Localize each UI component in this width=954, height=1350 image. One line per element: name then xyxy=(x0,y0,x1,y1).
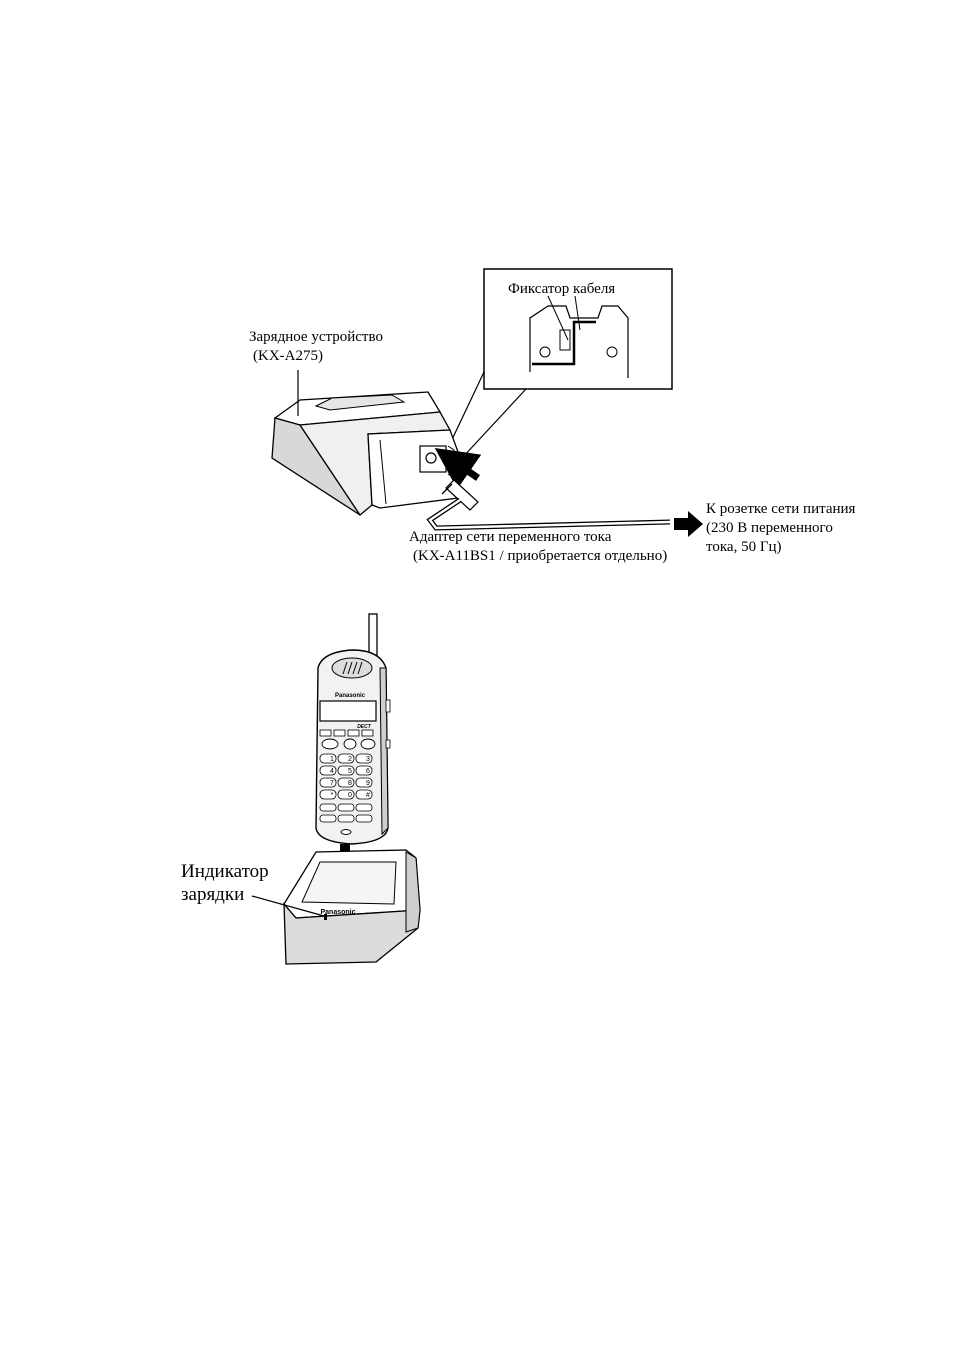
handset-badge: DECT xyxy=(357,724,372,730)
label-cable-clip: Фиксатор кабеля xyxy=(508,280,615,299)
label-outlet: К розетке сети питания (230 В переменног… xyxy=(706,500,855,557)
key-label-6: 6 xyxy=(366,768,370,775)
handset-logo: Panasonic xyxy=(335,693,366,699)
outlet-arrow xyxy=(674,511,703,537)
key-star xyxy=(320,790,336,799)
key-label-8: 8 xyxy=(348,780,352,787)
key-label-star: * xyxy=(331,792,334,799)
key-label-5: 5 xyxy=(348,768,352,775)
key-label-hash: # xyxy=(366,792,370,799)
label-outlet-line3: тока, 50 Гц) xyxy=(706,538,855,557)
key-label-2: 2 xyxy=(348,756,352,763)
key-label-4: 4 xyxy=(330,768,334,775)
key-label-1: 1 xyxy=(330,756,334,763)
charge-led xyxy=(324,914,327,920)
key-label-3: 3 xyxy=(366,756,370,763)
key-label-7: 7 xyxy=(330,780,334,787)
label-indicator-line2: зарядки xyxy=(181,883,269,906)
label-indicator-line1: Индикатор xyxy=(181,860,269,883)
label-charger: Зарядное устройство (KX-A275) xyxy=(249,328,383,366)
charger-base: Panasonic xyxy=(284,850,420,964)
label-adapter-line2: (KX-A11BS1 / приобретается отдельно) xyxy=(409,547,667,566)
handset: Panasonic DECT 1 xyxy=(316,614,390,844)
label-adapter-line1: Адаптер сети переменного тока xyxy=(409,528,667,547)
label-charger-line1: Зарядное устройство xyxy=(249,328,383,347)
key-label-9: 9 xyxy=(366,780,370,787)
label-outlet-line1: К розетке сети питания xyxy=(706,500,855,519)
label-indicator: Индикатор зарядки xyxy=(181,860,269,906)
label-adapter: Адаптер сети переменного тока (KX-A11BS1… xyxy=(409,528,667,566)
charger-kx-a275 xyxy=(272,392,458,515)
key-label-0: 0 xyxy=(348,792,352,799)
label-charger-line2: (KX-A275) xyxy=(249,347,383,366)
label-outlet-line2: (230 В переменного xyxy=(706,519,855,538)
